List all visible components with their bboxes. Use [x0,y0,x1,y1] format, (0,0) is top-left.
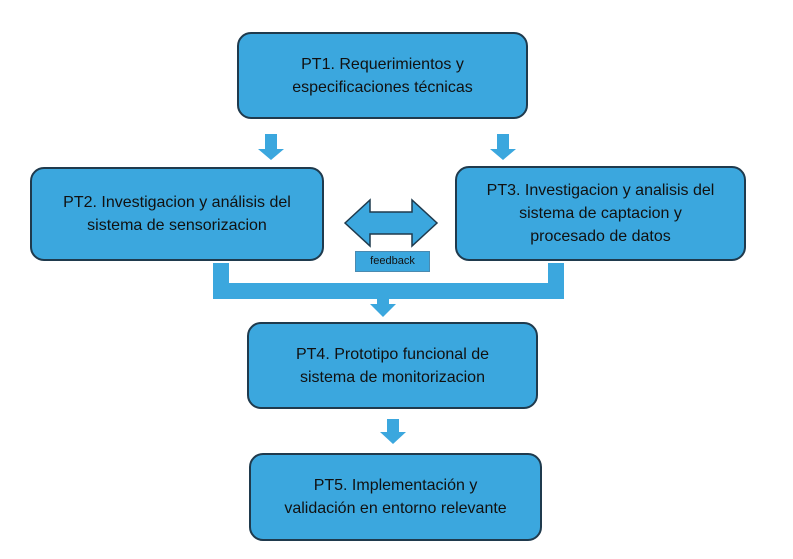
node-pt5-line1: PT5. Implementación y [313,477,478,494]
arrow-pt1-to-pt3 [490,134,516,160]
node-pt3: PT3. Investigacion y analisis del sistem… [455,166,746,261]
node-pt1: PT1. Requerimientos y especificaciones t… [237,32,528,119]
arrow-pt4-to-pt5 [380,419,406,444]
node-pt2-line2: sistema de sensorizacion [87,217,267,234]
merge-connector [213,263,564,317]
node-pt4-line1: PT4. Prototipo funcional de [295,345,489,363]
node-pt3-line3: procesado de datos [530,228,671,245]
node-pt4-line2: sistema de monitorizacion [300,368,485,386]
feedback-label: feedback [355,251,430,272]
node-pt1-line2: especificaciones técnicas [292,78,473,96]
node-pt2-line1: PT2. Investigacion y análisis del [63,194,291,211]
arrow-pt1-to-pt2 [258,134,284,160]
node-pt4: PT4. Prototipo funcional de sistema de m… [247,322,538,409]
node-pt3-line1: PT3. Investigacion y analisis del [486,182,715,199]
node-pt1-line1: PT1. Requerimientos y [301,55,464,73]
node-pt3-line2: sistema de captacion y [519,205,682,222]
node-pt2: PT2. Investigacion y análisis del sistem… [30,167,324,261]
node-pt5-line2: validación en entorno relevante [284,500,507,517]
node-pt5: PT5. Implementación y validación en ento… [249,453,542,541]
feedback-double-arrow [343,198,439,248]
